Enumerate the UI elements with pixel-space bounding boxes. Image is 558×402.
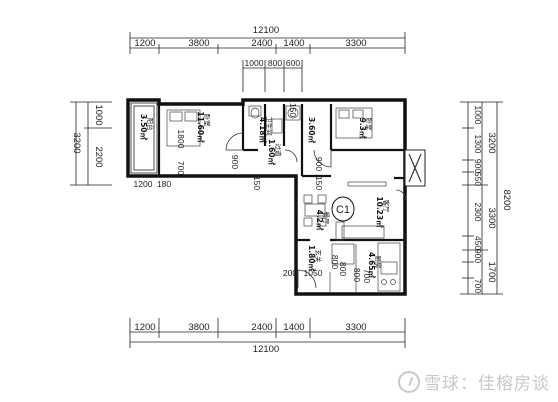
bottom-seg-1: 1200 <box>134 322 155 333</box>
walls <box>126 98 407 296</box>
room-area-kitchen: 4.65㎡ <box>367 252 377 279</box>
top-total-dim: 12100 <box>253 25 279 36</box>
int-dim-2: 700 <box>176 161 186 175</box>
room-label-kitchen: 厨房 <box>374 256 383 269</box>
int-dim-14: 700 <box>362 269 372 283</box>
int-dim-1: 1800 <box>176 130 186 149</box>
room-area-second-bed: 9.3㎡ <box>358 118 368 139</box>
top-seg-5: 3300 <box>345 38 366 49</box>
room-label-balcony: 阳台 <box>146 118 155 131</box>
top-sub-1: 1000 <box>245 58 264 68</box>
room-label-second-bed: 卧室 <box>365 118 374 132</box>
right-dimensions <box>460 101 503 295</box>
interior-dims: 1800 700 900 150 150 900 150 1200 180 20… <box>134 103 372 283</box>
room-label-hall: 过道 <box>274 144 283 158</box>
left-inner-2: 2200 <box>93 146 104 167</box>
top-sub-2: 800 <box>268 58 282 68</box>
room-area-dining: 4.2㎡ <box>315 210 325 231</box>
int-dim-8: 1200 <box>134 179 153 189</box>
right-mid-1: 3200 <box>486 132 497 153</box>
bottom-total-dim: 12100 <box>253 344 279 355</box>
room-area-storage: 3.60㎡ <box>307 117 317 144</box>
top-dimensions <box>129 32 406 92</box>
doors <box>225 132 407 289</box>
int-dim-7: 150 <box>314 176 324 190</box>
watermark-text: 雪球：佳榕房谈 <box>424 374 550 394</box>
left-dimensions <box>70 101 112 186</box>
bottom-seg-2: 3800 <box>188 322 209 333</box>
top-seg-4: 1400 <box>283 38 304 49</box>
furniture <box>166 105 401 292</box>
top-seg-1: 1200 <box>134 38 155 49</box>
int-dim-4: 150 <box>252 176 262 190</box>
right-inner-4: 550 <box>473 172 483 186</box>
room-area-living: 10.23㎡ <box>375 196 385 228</box>
room-labels: 卧室 11.60㎡ 阳台 3.50㎡ 卫生间 4.18㎡ 过道 1.60㎡ 3.… <box>139 111 391 278</box>
room-area-foyer: 1.80㎡ <box>307 245 317 272</box>
room-area-balcony: 3.50㎡ <box>139 114 149 141</box>
room-area-bath: 4.18㎡ <box>258 117 268 144</box>
room-area-master-bed: 11.60㎡ <box>196 111 206 143</box>
bottom-seg-3: 2400 <box>251 322 272 333</box>
top-seg-2: 3800 <box>188 38 209 49</box>
inner-walls <box>157 104 405 242</box>
room-label-living: 客厅 <box>382 200 391 214</box>
right-inner-7: 900 <box>473 249 483 263</box>
room-label-master-bed: 卧室 <box>203 114 212 128</box>
left-inner-1: 1000 <box>93 104 104 125</box>
room-label-bath: 卫生间 <box>265 116 274 136</box>
int-dim-3: 900 <box>230 155 240 169</box>
room-label-foyer: 玄关 <box>314 250 323 264</box>
top-seg-3: 2400 <box>251 38 272 49</box>
right-inner-3: 900 <box>473 159 483 173</box>
int-dim-5: 150 <box>288 103 298 117</box>
bottom-dimensions <box>129 318 406 348</box>
right-mid-3: 1700 <box>486 261 497 282</box>
left-outer-dim: 3200 <box>71 132 82 153</box>
right-mid-2: 3300 <box>486 207 497 228</box>
unit-badge-label: C1 <box>336 204 350 216</box>
int-dim-6: 900 <box>314 157 324 171</box>
int-dim-12: 800 <box>338 262 348 276</box>
right-inner-2: 1300 <box>473 135 483 154</box>
int-dim-9: 180 <box>157 179 171 189</box>
bottom-seg-4: 1400 <box>283 322 304 333</box>
right-inner-1: 1000 <box>473 106 483 125</box>
top-sub-3: 600 <box>286 58 300 68</box>
int-dim-15: 800 <box>330 255 340 269</box>
right-outer-dim: 8200 <box>501 189 512 210</box>
room-label-dining: 餐厅 <box>322 212 331 226</box>
int-dim-13: 800 <box>352 268 362 282</box>
bay-window <box>404 149 426 187</box>
right-inner-5: 2300 <box>473 203 483 222</box>
unit-badge: C1 <box>331 196 355 222</box>
room-area-hall: 1.60㎡ <box>267 139 277 166</box>
int-dim-11: 1050 <box>304 268 323 278</box>
int-dim-10: 200 <box>283 268 297 278</box>
snowball-logo-icon <box>398 371 420 393</box>
balcony <box>130 102 158 174</box>
right-inner-8: 700 <box>473 279 483 293</box>
watermark: 雪球：佳榕房谈 <box>398 369 550 394</box>
right-inner-6: 450 <box>473 236 483 250</box>
bottom-seg-5: 3300 <box>345 322 366 333</box>
